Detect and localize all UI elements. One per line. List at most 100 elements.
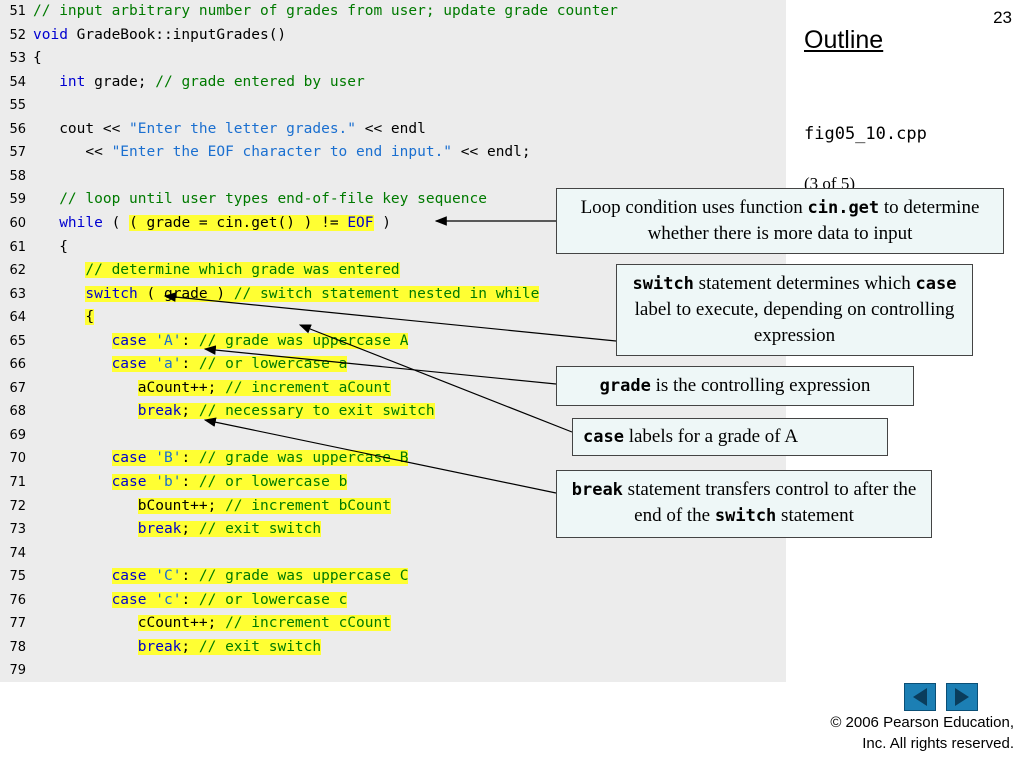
code-text: {	[33, 47, 42, 70]
code-token	[33, 498, 138, 514]
callout-text: statement transfers control to after the…	[622, 479, 917, 526]
callout-code: cin.get	[807, 198, 880, 218]
code-token: 'B'	[155, 450, 182, 467]
outline-link[interactable]: Outline	[804, 26, 884, 54]
code-token: // or lowercase b	[198, 474, 348, 490]
callout-text: Loop condition uses function	[580, 197, 808, 218]
line-number: 55	[9, 98, 26, 114]
line-number: 62	[9, 263, 26, 279]
code-token: // grade entered by user	[155, 73, 365, 90]
line-number: 69	[9, 427, 26, 443]
code-token	[33, 615, 138, 631]
code-token: {	[33, 50, 42, 67]
code-token: << endl;	[452, 144, 531, 161]
code-token: switch	[85, 285, 138, 302]
code-token: aCount++;	[137, 379, 226, 396]
code-token: case	[111, 568, 147, 585]
line-number: 67	[9, 380, 26, 396]
code-token: :	[181, 568, 199, 585]
code-token	[33, 309, 85, 325]
code-token: // or lowercase c	[198, 591, 348, 608]
code-text: void GradeBook::inputGrades()	[33, 24, 286, 47]
code-token	[33, 592, 112, 608]
code-token	[33, 450, 112, 466]
code-token: // exit switch	[198, 521, 322, 538]
code-token: "Enter the letter grades."	[129, 120, 357, 137]
code-token: ;	[181, 403, 199, 420]
code-token: << endl	[356, 120, 426, 137]
code-text: {	[33, 236, 68, 259]
copyright-line: Inc. All rights reserved.	[862, 735, 1014, 752]
code-token: 'a'	[155, 356, 182, 373]
code-text: case 'A': // grade was uppercase A	[33, 330, 409, 353]
callout-code: switch	[714, 506, 777, 526]
code-token	[33, 286, 85, 302]
code-token: <<	[33, 144, 112, 161]
line-number: 75	[9, 569, 26, 585]
code-token: void	[33, 26, 68, 43]
code-token	[146, 568, 156, 585]
code-token	[33, 639, 138, 655]
code-text: case 'C': // grade was uppercase C	[33, 565, 409, 588]
code-token: :	[181, 332, 199, 349]
code-text: break; // necessary to exit switch	[33, 400, 435, 423]
code-token: "Enter the EOF character to end input."	[111, 144, 453, 161]
callout-text: is the controlling expression	[650, 375, 871, 396]
code-token: // loop until user types end-of-file key…	[59, 191, 487, 208]
line-number: 73	[9, 522, 26, 538]
code-text: {	[33, 306, 95, 329]
previous-slide-button[interactable]	[904, 683, 936, 711]
code-token: int	[59, 73, 86, 90]
line-number: 57	[9, 145, 26, 161]
code-token: )	[373, 214, 391, 231]
line-number: 53	[9, 51, 26, 67]
code-token	[33, 380, 138, 396]
code-text: cCount++; // increment cCount	[33, 612, 391, 635]
line-number: 74	[9, 545, 26, 561]
code-token: case	[111, 591, 147, 608]
code-token: cCount++;	[137, 615, 226, 632]
line-number: 66	[9, 357, 26, 373]
code-text: case 'c': // or lowercase c	[33, 589, 348, 612]
code-token: ( grade = cin.get() ) !=	[129, 214, 348, 231]
code-token	[33, 262, 85, 278]
code-token	[33, 74, 59, 90]
code-token	[33, 356, 112, 372]
line-number: 72	[9, 498, 26, 514]
line-number: 68	[9, 404, 26, 420]
line-number: 54	[9, 74, 26, 90]
code-token: 'C'	[155, 568, 182, 585]
line-number: 64	[9, 310, 26, 326]
callout-code: switch	[632, 274, 694, 294]
code-text: case 'a': // or lowercase a	[33, 353, 348, 376]
code-token: case	[111, 450, 147, 467]
line-number: 71	[9, 475, 26, 490]
code-token	[146, 356, 156, 373]
code-token: break	[137, 638, 182, 655]
next-slide-button[interactable]	[946, 683, 978, 711]
code-text: switch ( grade ) // switch statement nes…	[33, 283, 540, 306]
code-token: while	[59, 214, 103, 231]
line-number: 56	[9, 121, 26, 137]
code-token: case	[111, 356, 147, 373]
callout-switch-statement: switch statement determines which case l…	[616, 264, 973, 356]
code-token: {	[33, 238, 68, 255]
code-text: cout << "Enter the letter grades." << en…	[33, 118, 426, 141]
line-number: 78	[9, 639, 26, 655]
callout-text: label to execute, depending on controlli…	[634, 299, 955, 346]
code-token: // grade was uppercase C	[198, 568, 409, 585]
line-number: 52	[9, 27, 26, 43]
code-token: // exit switch	[198, 638, 322, 655]
code-token: 'c'	[155, 591, 182, 608]
code-token	[146, 591, 156, 608]
code-token: cout <<	[33, 120, 130, 137]
code-token: 'A'	[155, 332, 182, 349]
code-token: // increment aCount	[225, 379, 391, 396]
code-token: :	[181, 450, 199, 467]
code-token: // grade was uppercase B	[198, 450, 409, 467]
line-number: 63	[9, 286, 26, 302]
code-token: ;	[181, 521, 199, 538]
code-token: // increment cCount	[225, 615, 391, 632]
file-name: fig05_10.cpp	[804, 124, 927, 144]
callout-code: break	[571, 480, 623, 500]
